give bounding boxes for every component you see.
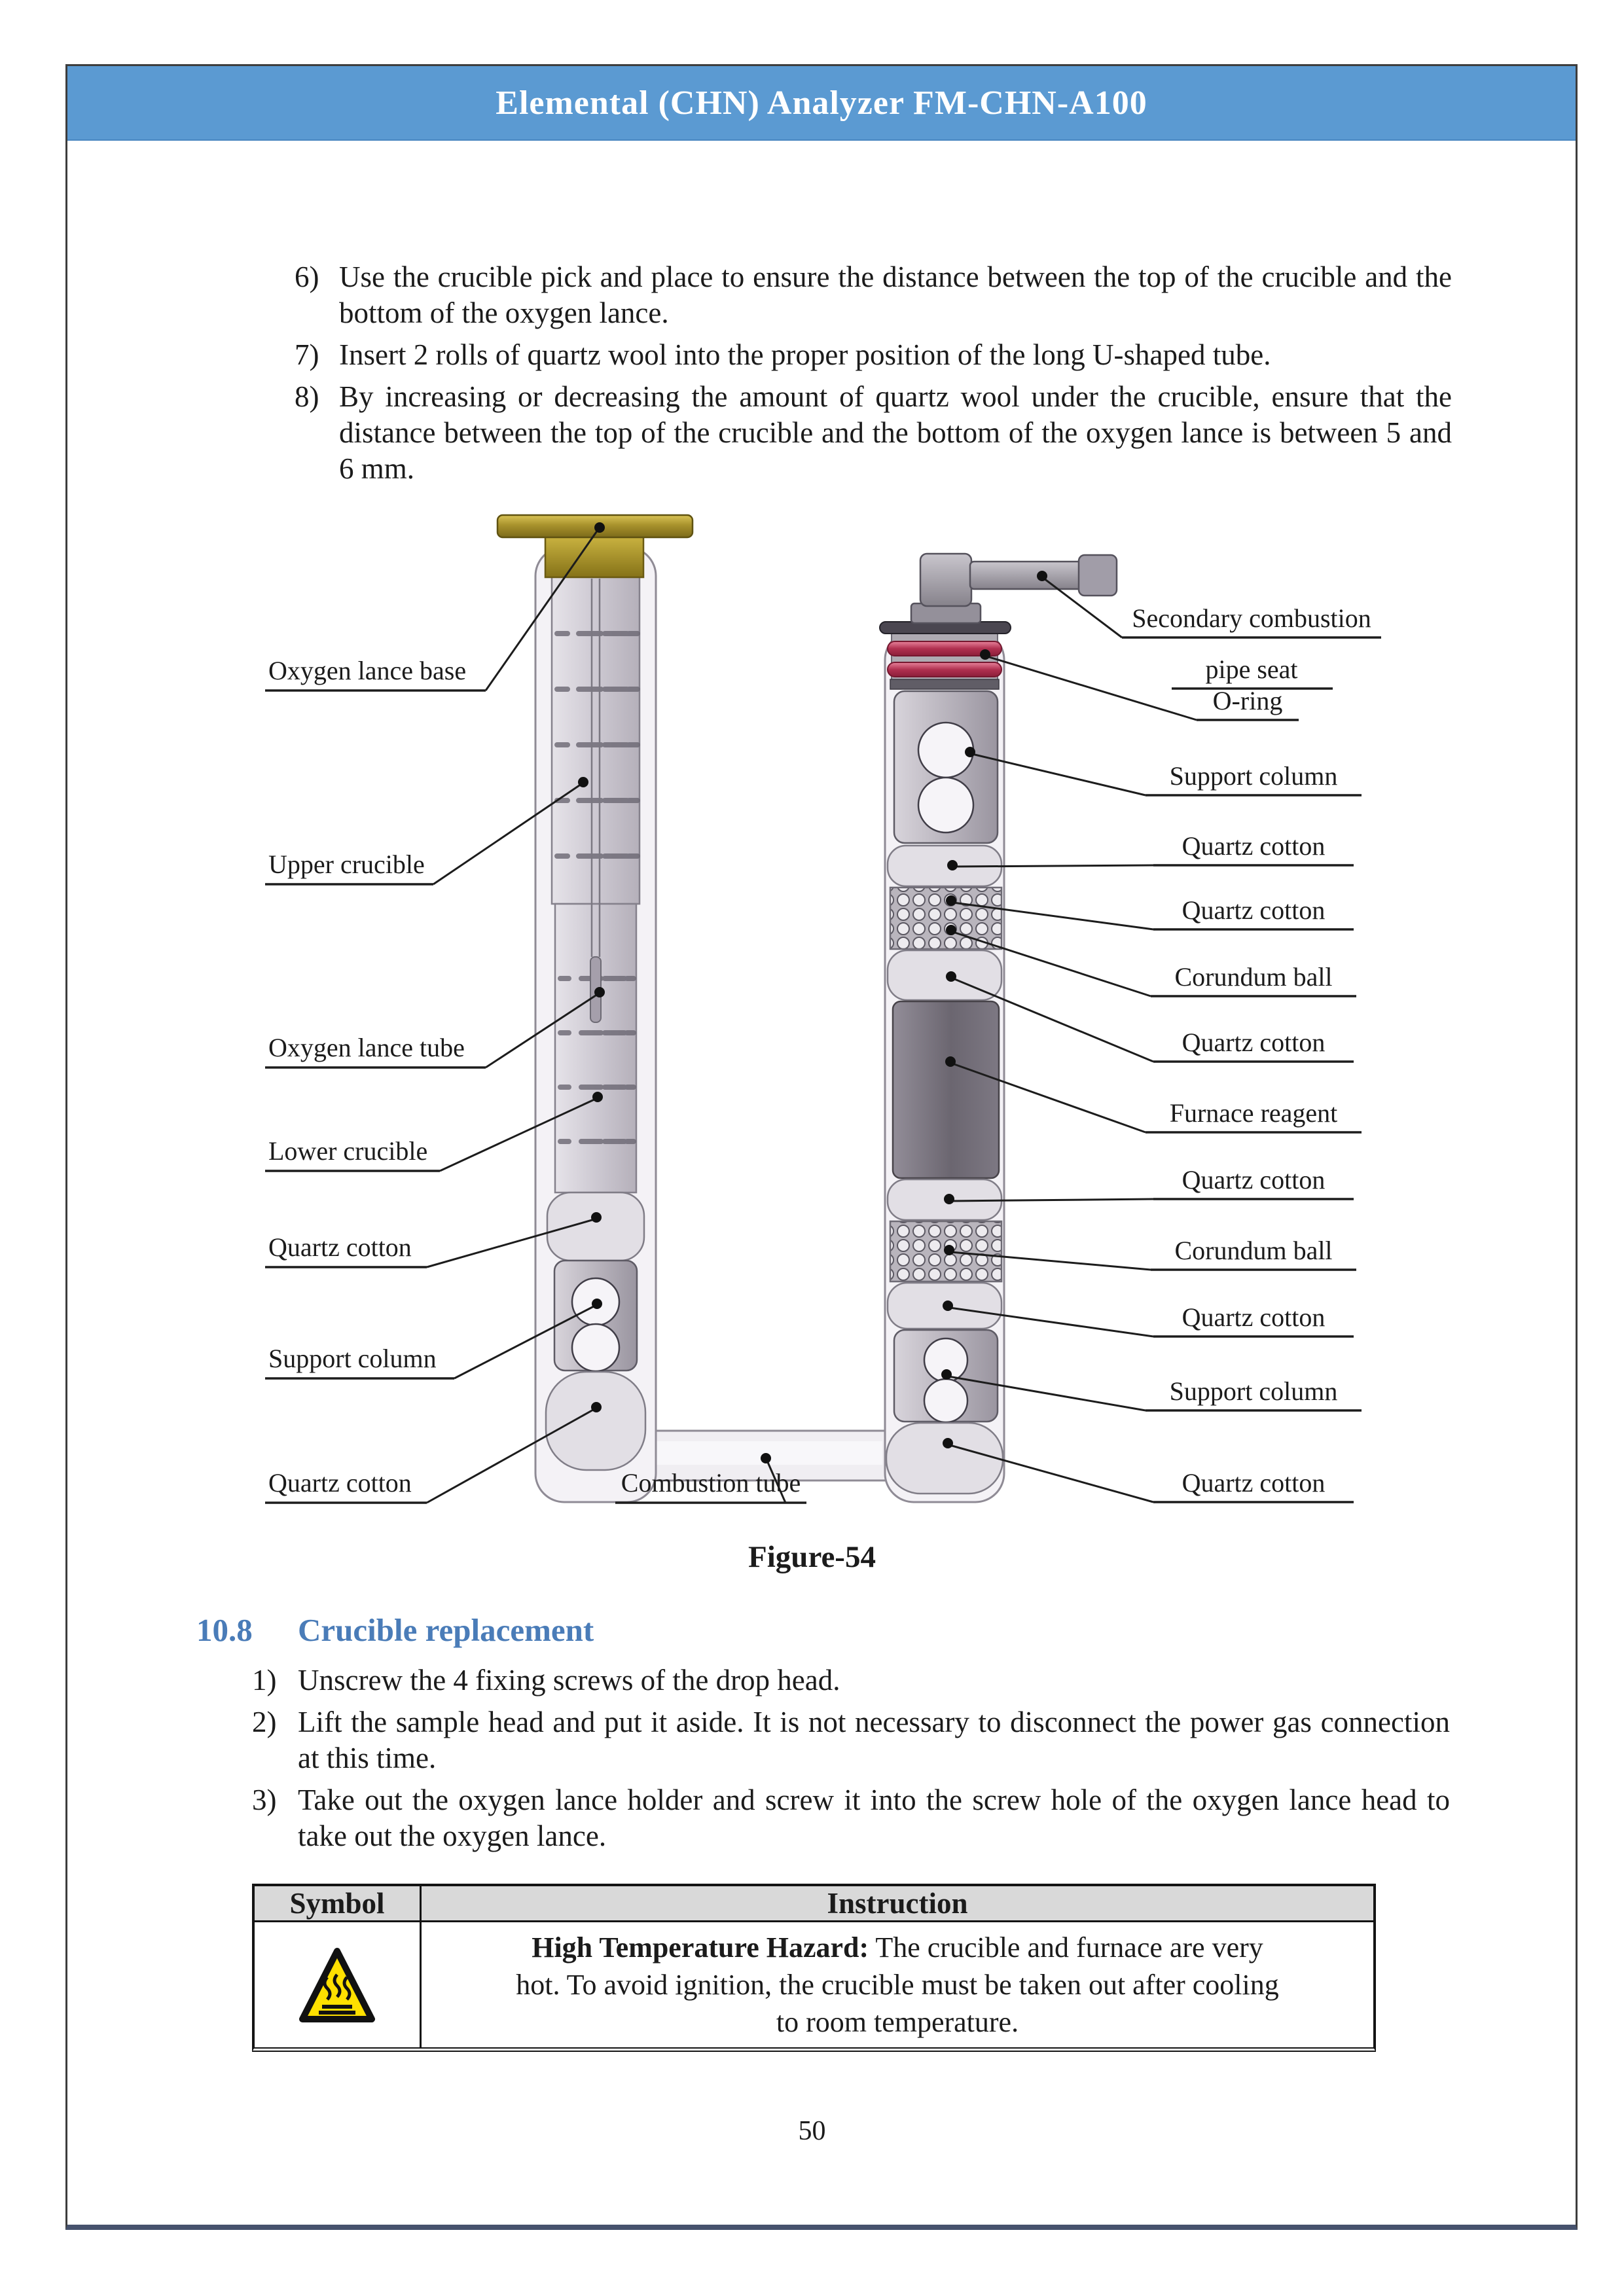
- label-corundum-ball: Corundum ball: [1174, 1236, 1332, 1265]
- figure-54-diagram: Oxygen lance base Upper crucible Oxygen …: [265, 514, 1381, 1504]
- oxygen-lance-assembly: [496, 514, 694, 1503]
- list-number: 7): [295, 338, 319, 371]
- hazard-text-2: hot. To avoid ignition, the crucible mus…: [516, 1969, 1279, 2001]
- list-item: 6) Use the crucible pick and place to en…: [295, 259, 1452, 331]
- support-column-right-upper: [893, 690, 999, 844]
- list-number: 1): [252, 1664, 277, 1696]
- page-title: Elemental (CHN) Analyzer FM-CHN-A100: [496, 84, 1147, 122]
- secondary-combustion-pipe: [969, 560, 1084, 590]
- list-text: Use the crucible pick and place to ensur…: [339, 260, 1452, 329]
- section-title: Crucible replacement: [298, 1612, 594, 1648]
- quartz-cotton-left-upper: [546, 1191, 645, 1262]
- page-header: Elemental (CHN) Analyzer FM-CHN-A100: [67, 66, 1576, 141]
- hazard-text-3: to room temperature.: [776, 2006, 1019, 2038]
- list-number: 3): [252, 1784, 277, 1816]
- label-oxygen-lance-tube: Oxygen lance tube: [268, 1033, 465, 1062]
- figure-labels: Oxygen lance base Upper crucible Oxygen …: [265, 603, 1381, 1504]
- hazard-table: Symbol Instruction High Temperature Haza…: [252, 1884, 1376, 2052]
- label-oxygen-lance-base: Oxygen lance base: [268, 656, 466, 685]
- label-pipe-seat: pipe seat: [1205, 655, 1297, 684]
- label-furnace-reagent: Furnace reagent: [1170, 1098, 1338, 1128]
- quartz-cotton-left-lower: [545, 1371, 647, 1471]
- corundum-ball-layer: [889, 886, 1003, 950]
- hazard-title: High Temperature Hazard:: [532, 1931, 869, 1964]
- label-quartz-cotton: Quartz cotton: [1182, 831, 1326, 861]
- list-item: 7) Insert 2 rolls of quartz wool into th…: [295, 337, 1452, 373]
- table-header-row: Symbol Instruction: [255, 1886, 1373, 1922]
- label-upper-crucible: Upper crucible: [268, 850, 425, 879]
- list-text: Lift the sample head and put it aside. I…: [298, 1706, 1450, 1774]
- lower-crucible: [554, 903, 638, 1194]
- section-number: 10.8: [196, 1612, 253, 1648]
- page-number: 50: [798, 2116, 826, 2146]
- label-quartz-cotton: Quartz cotton: [1182, 1165, 1326, 1194]
- label-quartz-cotton: Quartz cotton: [268, 1232, 412, 1262]
- section-heading: 10.8 Crucible replacement: [196, 1611, 594, 1649]
- list-number: 2): [252, 1706, 277, 1738]
- label-quartz-cotton: Quartz cotton: [1182, 895, 1326, 925]
- label-secondary-combustion-pipe-seat: Secondary combustion: [1132, 603, 1371, 633]
- instruction-list-top: 6) Use the crucible pick and place to en…: [295, 259, 1452, 493]
- hazard-text-1: The crucible and furnace are very: [869, 1931, 1263, 1964]
- table-row: High Temperature Hazard: The crucible an…: [255, 1922, 1373, 2047]
- label-support-column: Support column: [1170, 1376, 1338, 1406]
- label-support-column: Support column: [268, 1344, 437, 1373]
- quartz-cotton-part: [886, 949, 1003, 1001]
- support-column-left: [553, 1259, 638, 1372]
- secondary-combustion-pipe-seat-part: [919, 552, 973, 607]
- o-ring-part: [887, 641, 1002, 656]
- table-header-symbol: Symbol: [255, 1886, 422, 1920]
- table-cell-symbol: [255, 1922, 422, 2047]
- list-item: 1) Unscrew the 4 fixing screws of the dr…: [252, 1662, 1450, 1698]
- label-quartz-cotton: Quartz cotton: [1182, 1028, 1326, 1057]
- high-temperature-hazard-icon: [299, 1947, 375, 2022]
- list-number: 8): [295, 380, 319, 413]
- figure-caption: Figure-54: [748, 1540, 876, 1574]
- label-quartz-cotton: Quartz cotton: [268, 1468, 412, 1498]
- leader-lines: [426, 522, 1197, 1504]
- oxygen-lance-tube-part: [590, 579, 601, 957]
- furnace-reagent-part: [892, 1000, 1000, 1179]
- list-text: Unscrew the 4 fixing screws of the drop …: [298, 1664, 840, 1696]
- o-ring-part: [887, 662, 1002, 677]
- label-quartz-cotton: Quartz cotton: [1182, 1468, 1326, 1498]
- list-text: By increasing or decreasing the amount o…: [339, 380, 1452, 485]
- label-corundum-ball: Corundum ball: [1174, 962, 1332, 992]
- label-support-column: Support column: [1170, 761, 1338, 791]
- oxygen-lance-collar: [544, 535, 645, 579]
- list-number: 6): [295, 260, 319, 293]
- list-text: Take out the oxygen lance holder and scr…: [298, 1784, 1450, 1852]
- table-header-instruction: Instruction: [827, 1887, 968, 1920]
- list-item: 2) Lift the sample head and put it aside…: [252, 1704, 1450, 1776]
- label-combustion-tube: Combustion tube: [621, 1468, 801, 1498]
- list-item: 3) Take out the oxygen lance holder and …: [252, 1782, 1450, 1854]
- label-lower-crucible: Lower crucible: [268, 1136, 427, 1166]
- instruction-list-bottom: 1) Unscrew the 4 fixing screws of the dr…: [252, 1662, 1450, 1860]
- table-cell-instruction: High Temperature Hazard: The crucible an…: [422, 1922, 1373, 2047]
- reduction-column-assembly: [879, 552, 1118, 1503]
- page-border: [65, 64, 1578, 2230]
- label-o-ring: O-ring: [1213, 686, 1283, 715]
- list-text: Insert 2 rolls of quartz wool into the p…: [339, 338, 1271, 371]
- list-item: 8) By increasing or decreasing the amoun…: [295, 379, 1452, 487]
- label-quartz-cotton: Quartz cotton: [1182, 1302, 1326, 1332]
- quartz-cotton-part: [885, 1422, 1004, 1495]
